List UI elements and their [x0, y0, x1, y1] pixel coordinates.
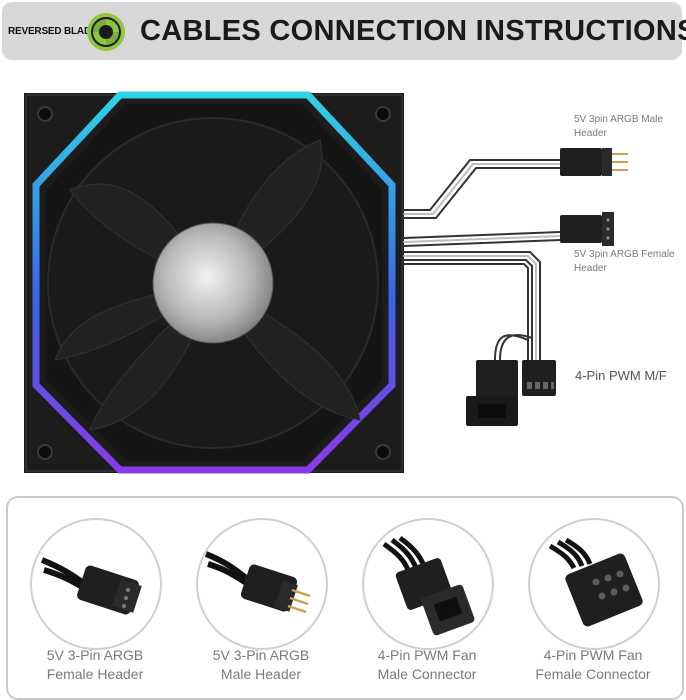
- argb-female-header-diagram: [560, 212, 614, 246]
- argb-male-header-diagram: [560, 148, 628, 176]
- connector-circle-argb-male: [196, 518, 328, 650]
- connector-caption-argb-female: 5V 3-Pin ARGB Female Header: [46, 647, 144, 682]
- argb-female-connector-icon: [40, 557, 142, 615]
- rgb-ring: [32, 91, 396, 474]
- connector-circle-pwm-female: [528, 518, 660, 650]
- connector-legend-panel: 5V 3-Pin ARGB Female Header 5V 3-Pin ARG…: [6, 496, 684, 700]
- label-pwm: 4-Pin PWM M/F: [575, 368, 667, 383]
- pwm-male-connector-icon: [382, 535, 475, 636]
- fan-hub: [152, 222, 274, 344]
- connector-circle-pwm-male: [362, 518, 494, 650]
- fan-diagram: [24, 91, 628, 474]
- pwm-female-connector-icon: [548, 537, 643, 627]
- mount-holes: [37, 106, 391, 460]
- logo-text: REVERSED BLADE: [8, 26, 98, 37]
- pwm-connectors-diagram: [466, 360, 556, 426]
- argb-male-connector-icon: [204, 551, 311, 614]
- brand-logo-icon: [87, 13, 125, 51]
- page-title: CABLES CONNECTION INSTRUCTIONS: [140, 15, 686, 47]
- header-banner: REVERSED BLADE CABLES CONNECTION INSTRUC…: [2, 2, 686, 60]
- label-male-argb: 5V 3pin ARGB Male Header: [574, 114, 663, 139]
- connector-circle-argb-female: [30, 518, 162, 650]
- connector-caption-argb-male: 5V 3-Pin ARGB Male Header: [212, 647, 310, 682]
- connector-caption-pwm-female: 4-Pin PWM Fan Female Connector: [535, 647, 651, 682]
- cables: [403, 159, 561, 361]
- connector-caption-pwm-male: 4-Pin PWM Fan Male Connector: [377, 647, 477, 682]
- label-female-argb: 5V 3pin ARGB Female Header: [574, 249, 675, 274]
